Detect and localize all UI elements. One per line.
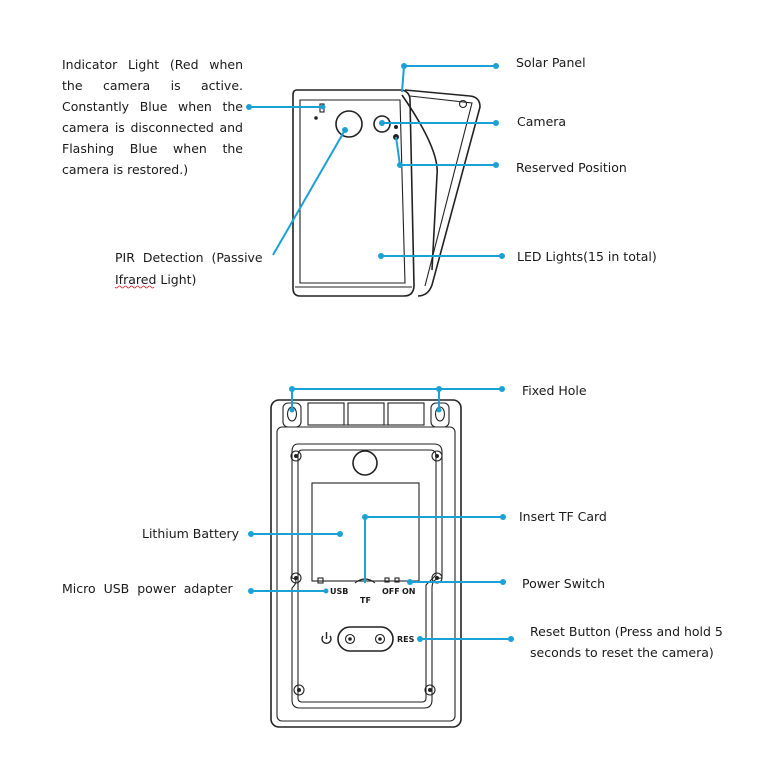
led-lights-label: LED Lights(15 in total) (517, 249, 657, 264)
pir-detection-label-line2: Ifrared Light) (115, 272, 196, 287)
micro-usb-label: Micro USB power adapter (62, 581, 234, 596)
res-marking: RES (397, 635, 415, 644)
pir-sensor-icon (335, 110, 363, 138)
off-marking: OFF (382, 587, 400, 596)
on-marking: ON (402, 587, 416, 596)
reset-button-label-line2: seconds to reset the camera) (530, 645, 714, 660)
power-icon (321, 632, 332, 645)
reset-button-label-line1: Reset Button (Press and hold 5 (530, 624, 723, 639)
fixed-hole-label: Fixed Hole (522, 383, 587, 398)
insert-tf-card-label: Insert TF Card (519, 509, 607, 524)
spell-underline (114, 285, 155, 289)
reserved-position-label: Reserved Position (516, 160, 627, 175)
top-round-hole-icon (352, 450, 378, 476)
front-view-device (292, 89, 481, 297)
tf-marking: TF (360, 596, 371, 605)
bottom-callouts (248, 386, 514, 642)
camera-label: Camera (517, 114, 566, 129)
top-callouts (246, 63, 505, 259)
power-switch-label: Power Switch (522, 576, 605, 591)
panel-screw-icon (458, 99, 468, 109)
indicator-light-label: Indicator Light (Red when the camera is … (62, 57, 243, 177)
lithium-battery-label: Lithium Battery (142, 526, 240, 541)
back-view-device (270, 399, 462, 728)
solar-panel-label: Solar Panel (516, 55, 586, 70)
usb-marking: USB (330, 587, 348, 596)
reset-button-housing (337, 626, 394, 652)
reserved-dot-icon (394, 125, 398, 129)
led-dot-icon (314, 116, 318, 120)
corner-screw-icons (290, 450, 443, 696)
pir-detection-label-line1: PIR Detection (Passive (115, 250, 263, 265)
